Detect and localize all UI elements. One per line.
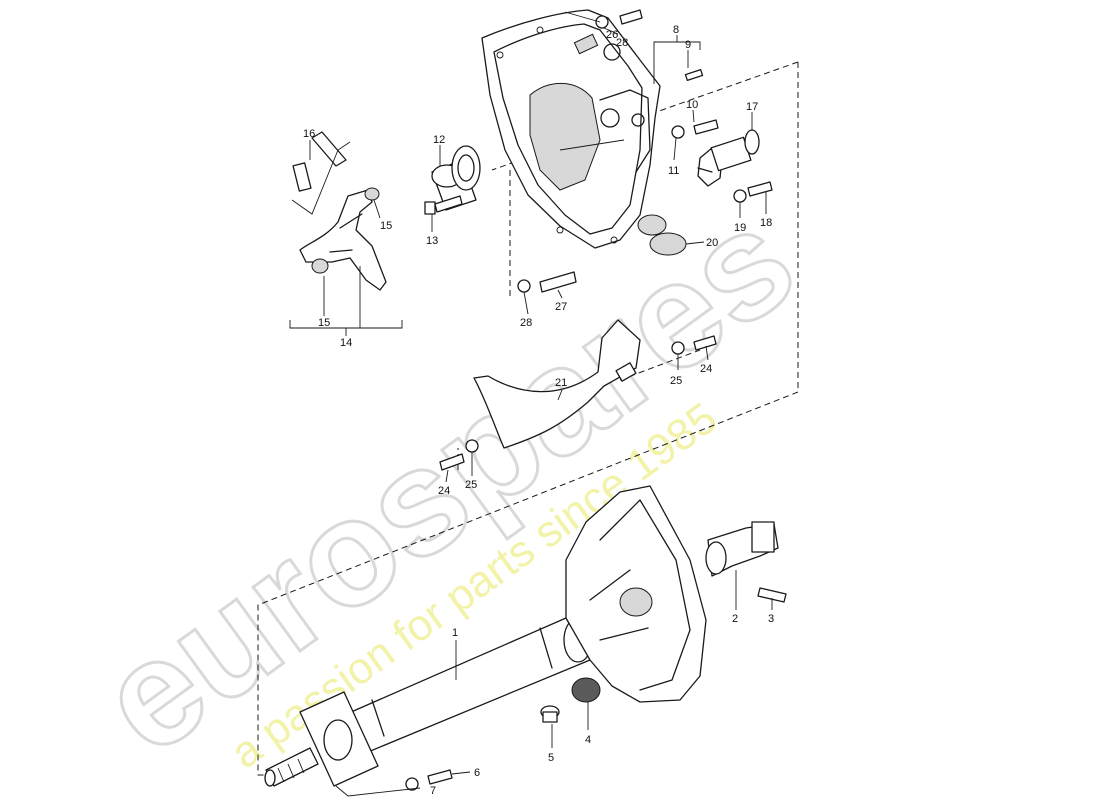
callout-20: 20 [706,237,718,249]
callout-24-right: 24 [700,363,712,375]
callout-27: 27 [555,301,567,313]
callout-11: 11 [668,165,679,177]
callout-1: 1 [452,627,458,639]
clutch-housing [481,9,667,249]
callout-8: 8 [673,24,679,36]
callout-4: 4 [585,734,591,746]
bolt-13 [424,195,463,215]
callout-2: 2 [732,613,738,625]
callout-labels: 1 2 3 4 5 6 7 8 9 10 11 12 13 14 15 15 1… [303,24,774,797]
callout-18: 18 [760,217,772,229]
callout-10: 10 [686,99,698,111]
callout-12: 12 [433,134,445,146]
callout-3: 3 [768,613,774,625]
callout-15-lower: 15 [318,317,330,329]
callout-24-left: 24 [438,485,450,497]
callout-5: 5 [548,752,554,764]
callout-15-upper: 15 [380,220,392,232]
callout-26: 26 [606,29,618,41]
release-fork [292,131,387,291]
transmission-tube [264,485,787,791]
callout-7: 7 [430,785,436,797]
callout-19: 19 [734,222,746,234]
callout-28-upper: 28 [616,37,628,49]
hardware-upper [439,9,773,471]
leader-lines [289,11,773,797]
callout-14: 14 [340,337,352,349]
cover-plate [473,319,641,449]
callout-13: 13 [426,235,438,247]
callout-9: 9 [685,39,691,51]
callout-17: 17 [746,101,758,113]
callout-21: 21 [555,377,567,389]
callout-6: 6 [474,767,480,779]
guide-tube [431,145,481,211]
callout-28-lower: 28 [520,317,532,329]
slave-cylinder [697,129,760,187]
callout-25-right: 25 [670,375,682,387]
callout-16: 16 [303,128,315,140]
callout-25-left: 25 [465,479,477,491]
